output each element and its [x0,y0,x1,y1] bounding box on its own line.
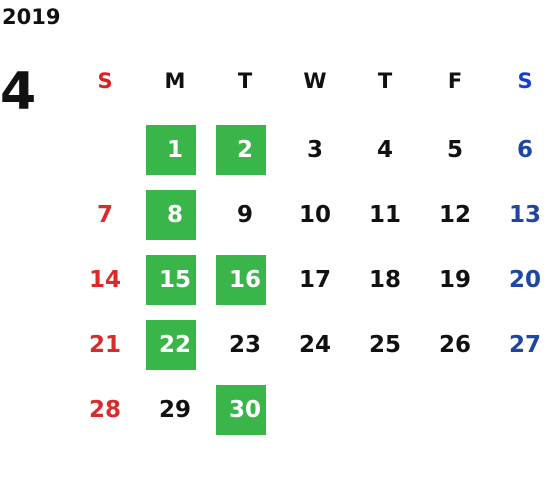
weekday-header: S M T W T F S [70,66,548,96]
day-number: 20 [508,267,541,293]
day-cell[interactable]: 16 [210,255,280,305]
day-cell[interactable]: 24 [280,320,350,370]
day-number: 2 [236,137,253,163]
day-number: 3 [306,137,323,163]
day-number: 10 [298,202,331,228]
day-cell[interactable]: 28 [70,385,140,435]
day-number: 25 [368,332,401,358]
day-number: 23 [228,332,261,358]
day-cell[interactable]: 23 [210,320,280,370]
empty-day-cell [420,385,490,435]
day-cell[interactable]: 17 [280,255,350,305]
day-number: 24 [298,332,331,358]
day-highlight-box [146,320,196,370]
weekday-thursday: T [377,69,393,93]
day-number: 8 [166,202,183,228]
day-cell[interactable]: 30 [210,385,280,435]
day-number: 4 [376,137,393,163]
day-cell[interactable]: 27 [490,320,548,370]
day-highlight-box [146,190,196,240]
day-cell[interactable]: 6 [490,125,548,175]
day-cell[interactable]: 26 [420,320,490,370]
day-number: 18 [368,267,401,293]
day-highlight-box [146,255,196,305]
day-cell[interactable]: 22 [140,320,210,370]
calendar-week-row: 21 22 23 24 25 26 27 [70,320,548,370]
day-number: 13 [508,202,541,228]
empty-day-cell [280,385,350,435]
day-cell[interactable]: 25 [350,320,420,370]
weekday-sunday: S [97,69,113,93]
day-cell[interactable]: 2 [210,125,280,175]
day-number: 5 [446,137,463,163]
day-number: 29 [158,397,191,423]
day-number: 1 [166,137,183,163]
day-cell[interactable]: 8 [140,190,210,240]
day-cell[interactable]: 10 [280,190,350,240]
calendar-week-row: 14 15 16 17 18 19 20 [70,255,548,305]
empty-day-cell [490,385,548,435]
calendar-week-row: 1 2 3 4 5 6 [70,125,548,175]
weekday-friday: F [447,69,463,93]
day-highlight-box [146,125,196,175]
day-number: 15 [158,267,191,293]
day-number: 14 [88,267,121,293]
weekday-monday: M [164,69,186,93]
day-number: 11 [368,202,401,228]
day-cell[interactable]: 7 [70,190,140,240]
weekday-saturday: S [517,69,533,93]
day-number: 12 [438,202,471,228]
day-number: 27 [508,332,541,358]
day-highlight-box [216,255,266,305]
day-number: 17 [298,267,331,293]
day-cell[interactable]: 11 [350,190,420,240]
weekday-wednesday: W [303,69,327,93]
day-number: 28 [88,397,121,423]
calendar-week-row: 28 29 30 [70,385,548,435]
month-label: 4 [0,62,37,122]
day-number: 9 [236,202,253,228]
day-cell[interactable]: 12 [420,190,490,240]
year-label: 2019 [2,5,61,29]
day-number: 22 [158,332,191,358]
day-highlight-box [216,385,266,435]
day-number: 19 [438,267,471,293]
day-cell[interactable]: 4 [350,125,420,175]
day-highlight-box [216,125,266,175]
day-cell[interactable]: 18 [350,255,420,305]
empty-day-cell [70,125,140,175]
day-cell[interactable]: 19 [420,255,490,305]
day-number: 30 [228,397,261,423]
day-number: 16 [228,267,261,293]
day-number: 7 [96,202,113,228]
empty-day-cell [350,385,420,435]
day-cell[interactable]: 13 [490,190,548,240]
weekday-tuesday: T [237,69,253,93]
day-number: 26 [438,332,471,358]
day-cell[interactable]: 20 [490,255,548,305]
day-cell[interactable]: 29 [140,385,210,435]
day-cell[interactable]: 3 [280,125,350,175]
day-cell[interactable]: 21 [70,320,140,370]
day-cell[interactable]: 5 [420,125,490,175]
day-number: 6 [516,137,533,163]
day-cell[interactable]: 14 [70,255,140,305]
day-cell[interactable]: 15 [140,255,210,305]
day-cell[interactable]: 9 [210,190,280,240]
day-number: 21 [88,332,121,358]
calendar-week-row: 7 8 9 10 11 12 13 [70,190,548,240]
day-cell[interactable]: 1 [140,125,210,175]
